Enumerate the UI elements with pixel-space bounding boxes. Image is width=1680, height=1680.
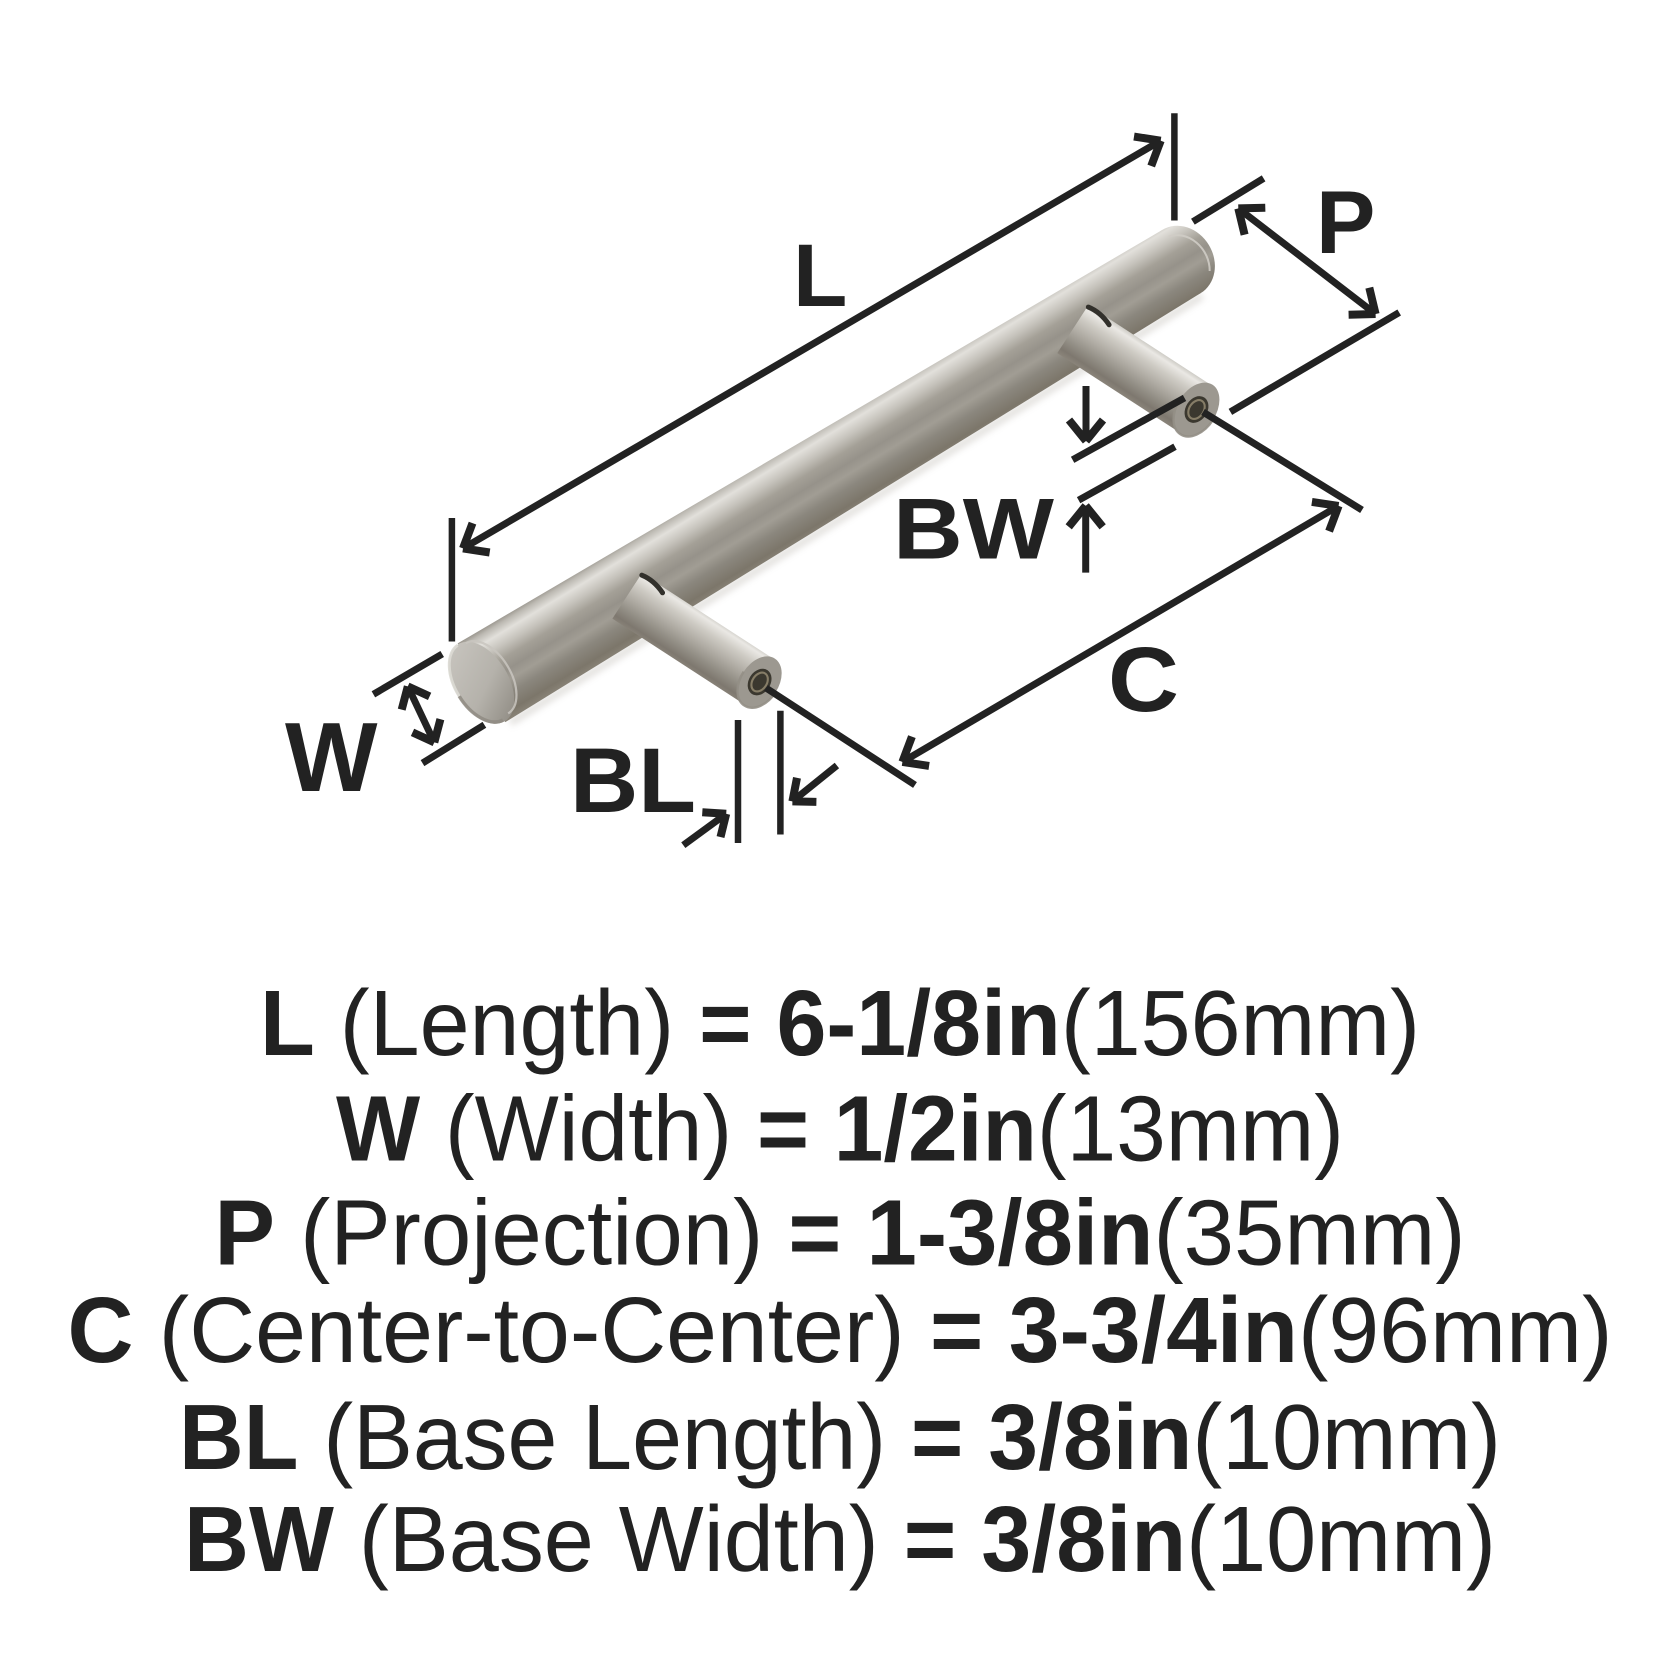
svg-text:BL (Base Length) = 3/8in(10mm): BL (Base Length) = 3/8in(10mm) — [179, 1385, 1501, 1489]
svg-text:BL: BL — [570, 730, 696, 832]
svg-text:BW: BW — [893, 482, 1055, 578]
svg-text:BW (Base Width) = 3/8in(10mm): BW (Base Width) = 3/8in(10mm) — [184, 1487, 1496, 1591]
svg-text:P: P — [1316, 172, 1375, 272]
svg-text:C (Center-to-Center) = 3-3/4in: C (Center-to-Center) = 3-3/4in(96mm) — [67, 1278, 1612, 1382]
svg-text:C: C — [1108, 629, 1179, 731]
svg-text:W (Width) = 1/2in(13mm): W (Width) = 1/2in(13mm) — [336, 1077, 1344, 1181]
svg-text:P (Projection) = 1-3/8in(35mm): P (Projection) = 1-3/8in(35mm) — [215, 1180, 1466, 1284]
svg-text:W: W — [285, 702, 378, 812]
svg-text:L (Length) = 6-1/8in(156mm): L (Length) = 6-1/8in(156mm) — [260, 971, 1420, 1075]
svg-text:L: L — [793, 225, 847, 325]
